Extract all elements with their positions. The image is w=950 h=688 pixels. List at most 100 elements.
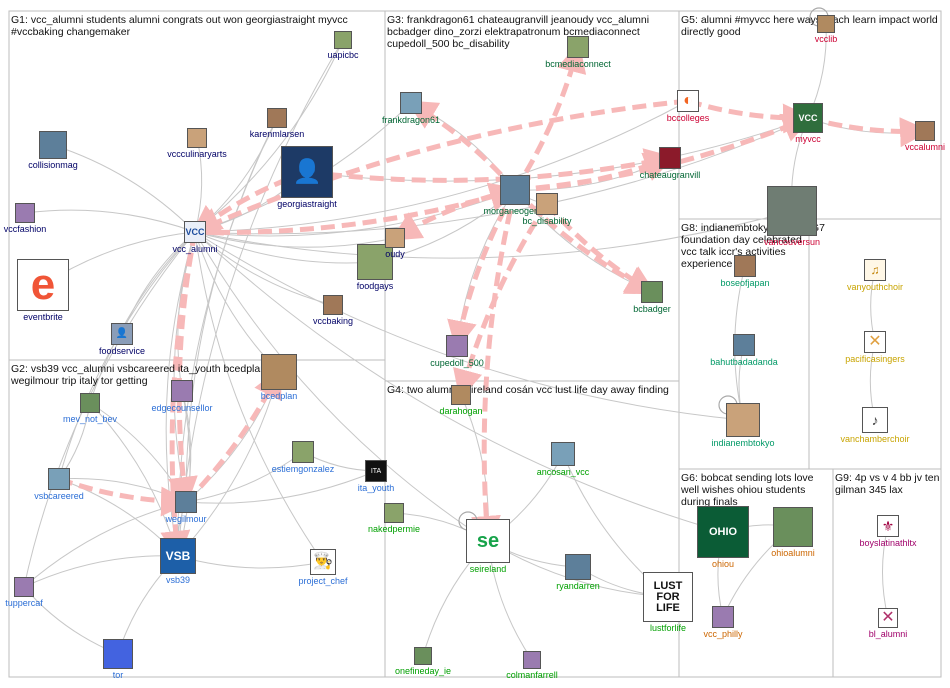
project-chef-avatar[interactable]: 👨‍🍳 xyxy=(310,549,336,575)
vanchamberchoir-avatar[interactable]: ♪ xyxy=(862,407,888,433)
vccfashion-avatar[interactable] xyxy=(15,203,35,223)
boyslatinathltx-avatar[interactable]: ⚜ xyxy=(877,515,899,537)
edge xyxy=(185,470,377,504)
group-title-g5: G5: alumni #myvcc here ways teach learn … xyxy=(681,14,938,38)
chateaugranvill-avatar[interactable] xyxy=(659,147,681,169)
node-label-wegilmour: wegilmour xyxy=(165,514,207,524)
node-label-tuppercaf: tuppercaf xyxy=(5,598,43,608)
vcc-alumni-avatar[interactable]: VCC xyxy=(184,221,206,243)
uapicbc-avatar[interactable] xyxy=(334,31,352,49)
tuppercaf-avatar[interactable] xyxy=(14,577,34,597)
group-title-g3: G3: frankdragon61 chateaugranvill jeanou… xyxy=(387,14,650,50)
collisionmag-avatar[interactable] xyxy=(39,131,67,159)
node-label-bl-alumni: bl_alumni xyxy=(868,629,908,639)
node-label-nakedpermie: nakedpermie xyxy=(367,524,421,534)
node-label-ohioalumni: ohioalumni xyxy=(771,548,815,558)
node-label-vccculinaryarts: vccculinaryarts xyxy=(167,149,227,159)
node-label-frankdragon61: frankdragon61 xyxy=(381,115,441,125)
edge xyxy=(194,231,324,563)
node-label-bahutbadadanda: bahutbadadanda xyxy=(710,357,778,367)
foodgays-avatar[interactable] xyxy=(357,244,393,280)
onefineday-ie-avatar[interactable] xyxy=(414,647,432,665)
lustforlife-avatar[interactable]: LUST FOR LIFE xyxy=(643,572,693,622)
myvcc-avatar[interactable]: VCC xyxy=(793,103,823,133)
tor-avatar[interactable] xyxy=(103,639,133,669)
vccculinaryarts-avatar[interactable] xyxy=(187,128,207,148)
node-label-karenmlarsen: karenmlarsen xyxy=(249,129,305,139)
indianembtokyo-avatar[interactable] xyxy=(726,403,760,437)
edge-strong xyxy=(58,476,191,517)
estiemgonzalez-avatar[interactable] xyxy=(292,441,314,463)
edge xyxy=(194,231,489,542)
vccbaking-avatar[interactable] xyxy=(323,295,343,315)
edge xyxy=(194,231,334,308)
karenmlarsen-avatar[interactable] xyxy=(267,108,287,128)
node-label-indianembtokyo: indianembtokyo xyxy=(711,438,775,448)
foodservice-avatar[interactable]: 👤 xyxy=(111,323,133,345)
nakedpermie-avatar[interactable] xyxy=(384,503,404,523)
node-label-uapicbc: uapicbc xyxy=(327,50,359,60)
edge xyxy=(176,231,196,392)
ita-youth-avatar[interactable]: ITA xyxy=(365,460,387,482)
edge xyxy=(194,231,376,267)
seireland-avatar[interactable]: se xyxy=(466,519,510,563)
node-label-vcc-philly: vcc_philly xyxy=(703,629,743,639)
morganeogerbc-avatar[interactable] xyxy=(500,175,530,205)
edge xyxy=(24,208,196,233)
node-label-vccalumni: vccalumni xyxy=(904,142,946,152)
eventbrite-avatar[interactable]: e xyxy=(17,259,69,311)
bcbadger-avatar[interactable] xyxy=(641,281,663,303)
edge xyxy=(23,555,179,588)
edge xyxy=(194,231,396,248)
node-label-foodgays: foodgays xyxy=(356,281,394,291)
pacificasingers-avatar[interactable]: ✕ xyxy=(864,331,886,353)
colmanfarrell-avatar[interactable] xyxy=(523,651,541,669)
vsb39-avatar[interactable]: VSB xyxy=(160,538,196,574)
node-label-vsbcareered: vsbcareered xyxy=(34,491,84,501)
node-label-vsb39: vsb39 xyxy=(165,575,191,585)
vancouversun-avatar[interactable] xyxy=(767,186,817,236)
vcclib-avatar[interactable] xyxy=(817,15,835,33)
bc-disability-avatar[interactable] xyxy=(536,193,558,215)
bahutbadadanda-avatar[interactable] xyxy=(733,334,755,356)
vanyouthchoir-avatar[interactable]: ♫ xyxy=(864,259,886,281)
edge-strong xyxy=(194,182,520,235)
node-label-foodservice: foodservice xyxy=(98,346,146,356)
boseofjapan-avatar[interactable] xyxy=(734,255,756,277)
group-title-g6: G6: bobcat sending lots love well wishes… xyxy=(681,472,814,508)
wegilmour-avatar[interactable] xyxy=(175,491,197,513)
edge-strong xyxy=(406,100,517,192)
ryandarren-avatar[interactable] xyxy=(565,554,591,580)
jeanoudy-avatar[interactable] xyxy=(385,228,405,248)
vcc-philly-avatar[interactable] xyxy=(712,606,734,628)
edge-strong xyxy=(471,189,518,546)
edge xyxy=(194,100,689,233)
vsbcareered-avatar[interactable] xyxy=(48,468,70,490)
node-label-vccfashion: vccfashion xyxy=(3,224,47,234)
node-label-bc-disability: bc_disability xyxy=(522,216,572,226)
darahogan-avatar[interactable] xyxy=(451,385,471,405)
ohioalumni-avatar[interactable] xyxy=(773,507,813,547)
edge xyxy=(194,231,724,534)
node-label-pacificasingers: pacificasingers xyxy=(845,354,905,364)
georgiastraight-avatar[interactable]: 👤 xyxy=(281,146,333,198)
bcedplan-avatar[interactable] xyxy=(261,354,297,390)
node-label-boyslatinathltx: boyslatinathltx xyxy=(859,538,917,548)
group-title-g1: G1: vcc_alumni students alumni congrats … xyxy=(11,14,348,38)
vccalumni-avatar[interactable] xyxy=(915,121,935,141)
bl-alumni-avatar[interactable]: ✕ xyxy=(878,608,898,628)
bccolleges-avatar[interactable]: ◐ xyxy=(677,90,699,112)
cupedoll-500-avatar[interactable] xyxy=(446,335,468,357)
ancosan-vcc-avatar[interactable] xyxy=(551,442,575,466)
edge xyxy=(306,116,809,182)
bcmediaconnect-avatar[interactable] xyxy=(567,36,589,58)
frankdragon61-avatar[interactable] xyxy=(400,92,422,114)
node-label-seireland: seireland xyxy=(469,564,507,574)
edgecounsellor-avatar[interactable] xyxy=(171,380,193,402)
group-title-g2: G2: vsb39 vcc_alumni vsbcareered ita_you… xyxy=(11,363,267,387)
edge-strong xyxy=(807,115,930,148)
mev-not-bev-avatar[interactable] xyxy=(80,393,100,413)
node-label-bcbadger: bcbadger xyxy=(633,304,671,314)
edge xyxy=(807,117,926,136)
ohiou-avatar[interactable]: OHIO xyxy=(697,506,749,558)
